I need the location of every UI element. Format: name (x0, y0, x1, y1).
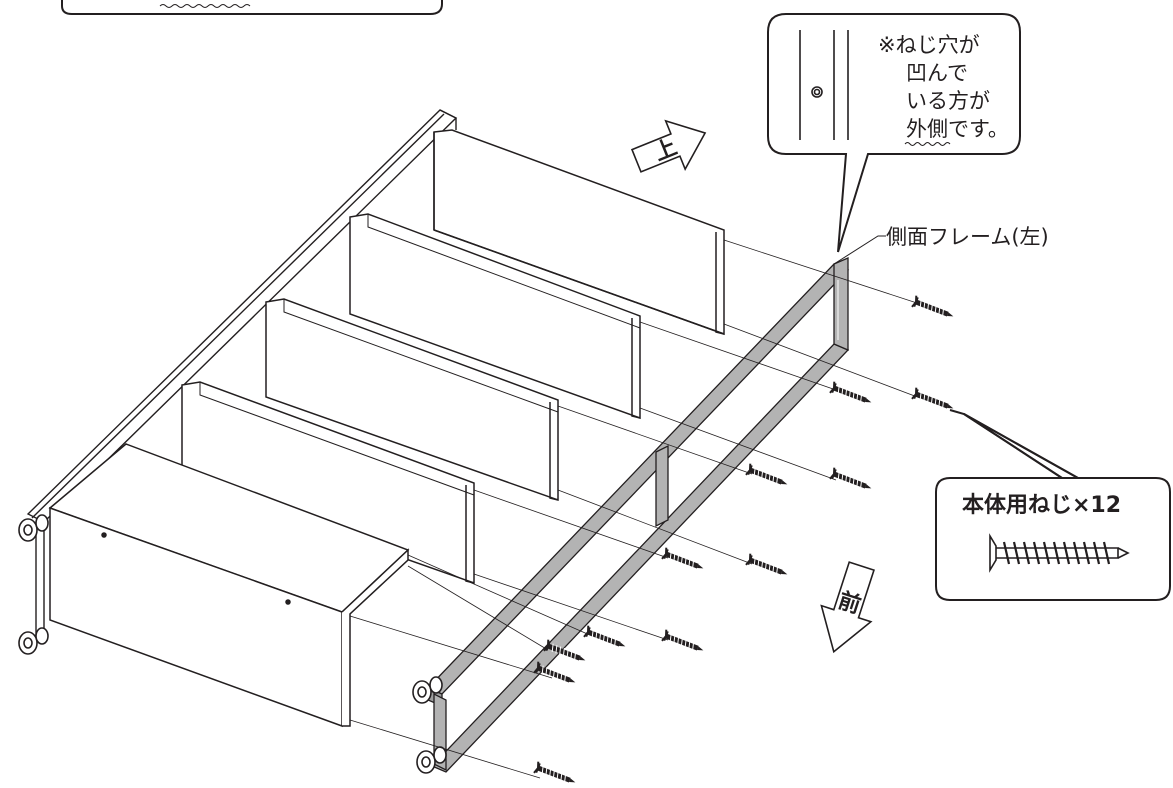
front-arrow-icon: 前 (820, 561, 875, 654)
screw (830, 468, 874, 494)
screw (746, 554, 790, 580)
emphasis-underline (904, 142, 951, 146)
screw-hole-note-line-2: 凹んで (906, 61, 968, 85)
guide-lines (349, 239, 921, 779)
panel-3 (265, 298, 559, 502)
svg-text:側面フレーム(左): 側面フレーム(左) (886, 225, 1049, 249)
screw-hole-note-line-1: ※ねじ穴が (878, 33, 980, 57)
up-arrow-icon: 上 (630, 119, 707, 173)
screw-hole-note-line-3: いる方が (906, 89, 990, 113)
screw-hole-detail (799, 30, 849, 140)
screw (584, 626, 628, 652)
screw-icon (989, 533, 1130, 573)
panel-4 (181, 381, 475, 585)
screw (746, 464, 790, 490)
top-note-box (61, 0, 443, 15)
screw-callout: 本体用ねじ×12 (935, 409, 1171, 601)
screw (662, 630, 706, 656)
panel-2 (349, 213, 641, 420)
side-frame-left (426, 257, 850, 773)
screw-hole-note-line-4: 外側です。 (906, 117, 1009, 141)
screw (830, 382, 874, 408)
back-caps (18, 514, 49, 655)
screw (912, 388, 956, 414)
panel-1 (433, 129, 725, 336)
screw-callout-title: 本体用ねじ×12 (962, 493, 1121, 518)
side-frame-label: 側面フレーム(左) (833, 225, 1049, 265)
screw (662, 548, 706, 574)
screw (534, 762, 578, 788)
screw-hole-callout: ※ねじ穴が 凹んで いる方が 外側です。 (767, 13, 1021, 253)
screw (912, 296, 956, 322)
frame-caps (412, 676, 447, 774)
front-box-panel (48, 443, 410, 728)
